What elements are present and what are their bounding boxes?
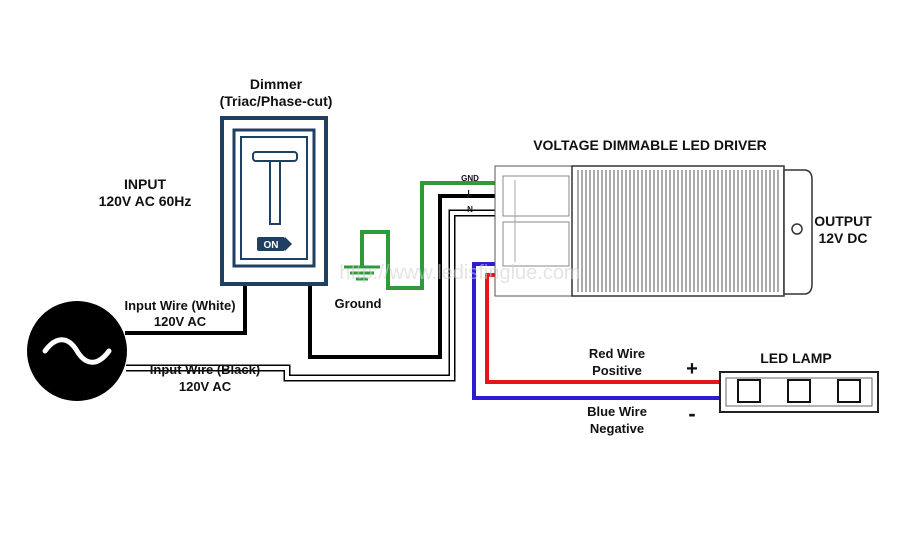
output-title: OUTPUT	[814, 213, 872, 229]
input-spec: 120V AC 60Hz	[99, 193, 192, 209]
terminal-l-label: L	[468, 189, 473, 198]
red-wire-label: Red Wire	[589, 346, 645, 361]
led-lamp	[719, 371, 879, 413]
plus-sign: +	[686, 358, 698, 380]
mounting-hole-icon	[791, 223, 803, 235]
dimmer-slider-knob	[252, 151, 298, 162]
led-chip	[837, 379, 861, 403]
input-title: INPUT	[124, 176, 166, 192]
minus-sign: -	[688, 401, 695, 426]
output-spec: 12V DC	[818, 230, 867, 246]
driver-title: VOLTAGE DIMMABLE LED DRIVER	[533, 137, 767, 153]
black-wire-label: Input Wire (Black)	[150, 362, 260, 377]
on-switch-label: ON	[264, 240, 279, 251]
blue-wire-label: Blue Wire	[587, 404, 647, 419]
dimmer-switch: ON	[220, 116, 328, 286]
led-driver	[494, 165, 813, 297]
red-wire-polarity: Positive	[592, 363, 642, 378]
watermark: http://www.ledisfinglue.com	[339, 262, 580, 284]
ground-label: Ground	[335, 296, 382, 311]
led-chip	[787, 379, 811, 403]
ac-source	[27, 301, 127, 401]
white-wire-voltage: 120V AC	[154, 314, 207, 329]
blue-wire-polarity: Negative	[590, 421, 644, 436]
dimmer-to-driver-wire	[308, 194, 572, 359]
dimmer-subtitle: (Triac/Phase-cut)	[220, 93, 333, 109]
input-wire-black-inner	[126, 211, 572, 380]
led-lamp-title: LED LAMP	[760, 350, 832, 366]
sine-wave-icon	[42, 337, 112, 365]
led-chip	[737, 379, 761, 403]
dimmer-title: Dimmer	[250, 76, 303, 92]
terminal-gnd-label: GND	[461, 174, 479, 183]
ground-wire	[360, 181, 572, 290]
terminal-n-label: N	[467, 205, 473, 214]
driver-heatsink-fins	[577, 170, 779, 292]
white-wire-label: Input Wire (White)	[124, 298, 235, 313]
black-wire-voltage: 120V AC	[179, 379, 232, 394]
on-switch	[257, 237, 285, 251]
